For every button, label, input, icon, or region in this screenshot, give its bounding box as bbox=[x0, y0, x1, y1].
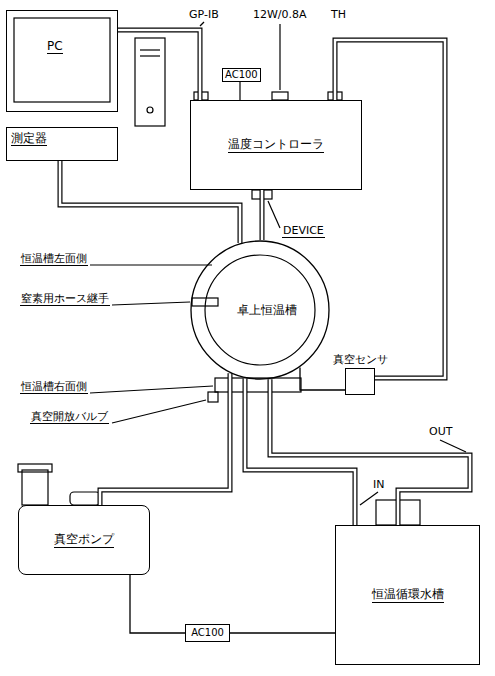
hose-bore bbox=[245, 378, 355, 525]
leader-line bbox=[90, 386, 213, 393]
hose-bore bbox=[335, 40, 445, 378]
vent-valve bbox=[208, 392, 218, 402]
pump-cap bbox=[18, 464, 52, 472]
hose-bore bbox=[60, 161, 240, 243]
connector-line bbox=[230, 632, 335, 633]
cable-connector bbox=[230, 633, 335, 634]
nitrogen-fitting bbox=[192, 298, 218, 306]
sensor-box: 真空センサ bbox=[345, 368, 375, 395]
connector-line bbox=[260, 190, 265, 240]
connector-line bbox=[100, 373, 230, 505]
hose-bore bbox=[261, 190, 264, 240]
hose-bore bbox=[270, 379, 470, 525]
pump-cylinder bbox=[22, 470, 48, 505]
part-label: DEVICE bbox=[282, 224, 325, 238]
hose-connector bbox=[245, 378, 355, 525]
part-label: 恒温槽右面側 bbox=[20, 380, 88, 394]
connector-line bbox=[118, 30, 200, 100]
monitor-box: PC bbox=[6, 10, 118, 112]
hose-connector bbox=[335, 40, 445, 378]
leader-line bbox=[112, 400, 206, 423]
hose-connector bbox=[262, 190, 263, 240]
controller-box: 温度コントローラ bbox=[190, 100, 362, 190]
node-label: 卓上恒温槽 bbox=[237, 303, 297, 317]
connector-line bbox=[270, 379, 470, 525]
leader-line bbox=[112, 302, 190, 305]
chamber-outer-ring bbox=[191, 241, 329, 379]
part-label: 12W/0.8A bbox=[252, 8, 308, 21]
part-label: 窒素用ホース継手 bbox=[20, 292, 110, 306]
leader-line bbox=[90, 264, 212, 265]
leader-line bbox=[268, 201, 280, 228]
inlet-label: AC100 bbox=[222, 68, 261, 82]
node-label: 恒温循環水槽 bbox=[372, 587, 444, 602]
power-button bbox=[147, 107, 153, 113]
drive-slot bbox=[140, 49, 160, 50]
power-connector bbox=[272, 92, 288, 100]
part-label: 真空開放バルブ bbox=[30, 410, 109, 424]
part-label: OUT bbox=[428, 425, 453, 438]
leader-line bbox=[279, 24, 280, 90]
leader-line bbox=[200, 22, 204, 26]
hose-connector bbox=[270, 379, 470, 525]
leader-line bbox=[360, 492, 378, 505]
connector-line bbox=[300, 367, 345, 390]
pump-box: 真空ポンプ bbox=[18, 505, 150, 575]
node-label: 測定器 bbox=[11, 131, 47, 146]
hose-connector bbox=[100, 373, 230, 505]
node-label: PC bbox=[47, 39, 63, 54]
chamber-inner-ring bbox=[205, 255, 315, 365]
connector-line bbox=[335, 40, 445, 378]
leader-line bbox=[440, 440, 466, 452]
chamber-circle: 卓上恒温槽 bbox=[190, 240, 330, 380]
connector-line bbox=[60, 161, 240, 243]
ac-cord bbox=[239, 80, 240, 100]
hose-connector bbox=[118, 30, 200, 100]
tank-box: 恒温循環水槽 bbox=[335, 525, 480, 665]
node-label: 真空ポンプ bbox=[54, 532, 114, 547]
cable-connector bbox=[130, 575, 185, 633]
node-label: 真空センサ bbox=[333, 353, 388, 366]
outlet-box: AC100 bbox=[185, 624, 230, 642]
node-label: AC100 bbox=[191, 627, 224, 639]
drive-slot bbox=[140, 55, 160, 56]
pc-tower bbox=[135, 38, 165, 126]
instrument-box: 測定器 bbox=[6, 127, 118, 161]
part-label: GP-IB bbox=[188, 8, 220, 21]
hose-bore bbox=[118, 30, 200, 100]
connector-line bbox=[130, 575, 185, 633]
cable-connector bbox=[300, 367, 345, 390]
part-label: 恒温槽左面側 bbox=[20, 252, 88, 266]
pump-handle bbox=[70, 492, 100, 505]
node-label: 温度コントローラ bbox=[228, 137, 324, 152]
connector-line bbox=[245, 378, 355, 525]
hose-connector bbox=[60, 161, 240, 243]
part-label: IN bbox=[372, 478, 385, 491]
monitor-screen bbox=[14, 18, 110, 102]
part-label: TH bbox=[330, 8, 347, 21]
hose-bore bbox=[100, 373, 230, 505]
